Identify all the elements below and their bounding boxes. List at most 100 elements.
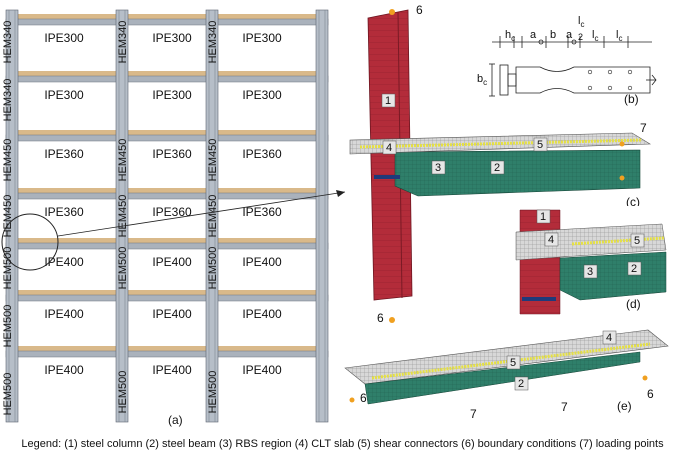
connectors-e bbox=[371, 342, 651, 380]
panel-label-c: (c) bbox=[626, 195, 640, 209]
detail-circle bbox=[1, 213, 59, 271]
column-label: HEM450 bbox=[2, 195, 14, 238]
beam-strip bbox=[5, 192, 329, 200]
slab-strip bbox=[6, 14, 328, 19]
column-label: HEM450 bbox=[117, 195, 129, 238]
frame-column bbox=[315, 9, 329, 423]
beam-label: IPE300 bbox=[242, 88, 282, 102]
column-label: HEM450 bbox=[207, 139, 219, 182]
beam-green-c bbox=[394, 149, 641, 197]
dim-b: b bbox=[550, 29, 556, 41]
label-box bbox=[544, 232, 559, 247]
column-label: HEM450 bbox=[117, 139, 129, 182]
label-number: 3 bbox=[587, 266, 593, 278]
beam-label: IPE300 bbox=[44, 31, 84, 45]
beam-label: IPE360 bbox=[44, 147, 84, 161]
dim-a1: a bbox=[530, 29, 537, 41]
beam-label: IPE360 bbox=[242, 205, 282, 219]
label-number: 1 bbox=[385, 95, 391, 107]
label-box bbox=[514, 376, 529, 391]
label-number: 4 bbox=[606, 332, 612, 344]
slab-strip bbox=[6, 238, 328, 243]
slab-strip bbox=[6, 290, 328, 295]
beam-label: IPE360 bbox=[44, 205, 84, 219]
beam-label: IPE300 bbox=[44, 88, 84, 102]
detail-arrowhead bbox=[336, 190, 345, 197]
label-number: 5 bbox=[537, 139, 543, 151]
dim-lc-half-den: 2 bbox=[578, 32, 583, 42]
label-box bbox=[506, 355, 521, 370]
beam-strip bbox=[5, 75, 329, 83]
frame-columns bbox=[5, 9, 329, 423]
slab-strip bbox=[6, 346, 328, 351]
label-number: 4 bbox=[386, 142, 392, 154]
beam-label: IPE300 bbox=[152, 31, 192, 45]
column-label: HEM500 bbox=[207, 247, 219, 290]
beam-label: IPE300 bbox=[242, 31, 282, 45]
connectors-c bbox=[359, 138, 643, 149]
slab-strip bbox=[6, 188, 328, 193]
panel-label-d: (d) bbox=[626, 297, 641, 311]
label-box bbox=[602, 330, 617, 345]
panel-label-b: (b) bbox=[624, 92, 639, 106]
label-number: 2 bbox=[631, 263, 637, 275]
column-label: HEM450 bbox=[2, 139, 14, 182]
slab-c bbox=[349, 132, 652, 155]
label-box bbox=[490, 160, 505, 175]
label-box bbox=[382, 140, 397, 155]
beam-label: IPE400 bbox=[242, 363, 282, 377]
column-label: HEM500 bbox=[207, 371, 219, 414]
label-box bbox=[533, 137, 548, 152]
beam-strip bbox=[5, 242, 329, 250]
legend: Legend: (1) steel column (2) steel beam … bbox=[21, 438, 664, 450]
label-number: 5 bbox=[510, 357, 516, 369]
label-number: 2 bbox=[494, 162, 500, 174]
column-label: HEM500 bbox=[2, 305, 14, 348]
beam-label: IPE360 bbox=[242, 147, 282, 161]
label-box bbox=[630, 233, 645, 248]
beam-label: IPE400 bbox=[152, 255, 192, 269]
label-number: 2 bbox=[518, 378, 524, 390]
dim-lc-half: lc bbox=[578, 15, 584, 29]
label-number: 7 bbox=[640, 121, 647, 135]
label-box bbox=[381, 93, 396, 108]
stiffener-c bbox=[374, 175, 400, 179]
label-box bbox=[627, 261, 642, 276]
detail-leader bbox=[57, 191, 346, 237]
dim-lc1: lc bbox=[592, 29, 598, 43]
column-label: HEM450 bbox=[207, 195, 219, 238]
dim-a2: a bbox=[566, 29, 573, 41]
label-number: 5 bbox=[634, 235, 640, 247]
beam-label: IPE400 bbox=[152, 363, 192, 377]
beam-label: IPE400 bbox=[44, 255, 84, 269]
column-label: HEM500 bbox=[117, 247, 129, 290]
label-box bbox=[583, 264, 598, 279]
column-label: HEM340 bbox=[2, 21, 14, 64]
dim-bc: bc bbox=[477, 73, 487, 87]
beam-green-d bbox=[559, 251, 667, 301]
label-number: 6 bbox=[377, 311, 384, 325]
slab-strip bbox=[6, 71, 328, 76]
beam-label: IPE400 bbox=[44, 363, 84, 377]
label-number: 1 bbox=[540, 211, 546, 223]
beam-label: IPE360 bbox=[152, 147, 192, 161]
rbs-bolts bbox=[587, 69, 633, 91]
beam-label: IPE400 bbox=[242, 307, 282, 321]
column-label: HEM500 bbox=[2, 247, 14, 290]
beam-strip bbox=[5, 18, 329, 26]
beam-label: IPE300 bbox=[152, 88, 192, 102]
rbs-sketch bbox=[489, 36, 657, 97]
label-number: 3 bbox=[435, 162, 441, 174]
beam-strip bbox=[5, 294, 329, 302]
beam-label: IPE360 bbox=[152, 205, 192, 219]
column-label: HEM500 bbox=[117, 371, 129, 414]
label-box bbox=[536, 209, 551, 224]
beam-label: IPE400 bbox=[242, 255, 282, 269]
